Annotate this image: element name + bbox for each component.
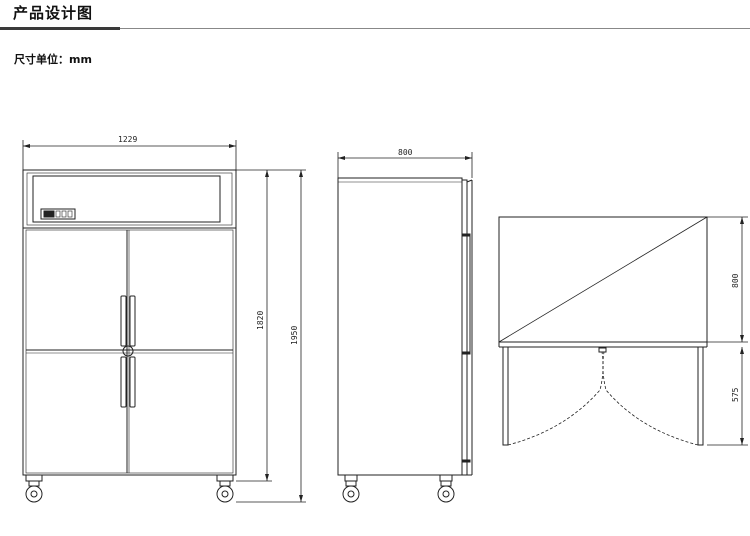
unit-label: 尺寸单位：mm xyxy=(14,53,92,66)
front-right-caster xyxy=(216,480,234,503)
front-view: 1229 xyxy=(22,135,306,503)
left-door-open xyxy=(502,346,509,446)
front-width-label: 1229 xyxy=(118,135,137,144)
right-door-swing-arc xyxy=(602,351,699,446)
right-door-open xyxy=(697,346,704,446)
door-swing-label: 575 xyxy=(731,387,740,402)
body-height-label: 1820 xyxy=(256,311,265,330)
door-lock xyxy=(122,345,134,357)
left-door-swing-arc xyxy=(507,351,604,446)
total-height-label: 1950 xyxy=(290,326,299,345)
top-view: 800 575 xyxy=(498,216,748,446)
page-title: 产品设计图 xyxy=(13,4,94,22)
side-view: 800 xyxy=(337,148,473,503)
lower-right-handle xyxy=(129,356,136,408)
side-rear-caster xyxy=(342,480,360,503)
title-divider xyxy=(0,27,750,31)
lower-left-handle xyxy=(120,356,127,408)
control-panel xyxy=(40,208,76,220)
top-depth-label: 800 xyxy=(731,273,740,288)
side-depth-label: 800 xyxy=(398,148,413,157)
side-front-caster xyxy=(437,480,455,503)
upper-left-handle xyxy=(120,295,127,347)
front-left-caster xyxy=(25,480,43,503)
upper-right-handle xyxy=(129,295,136,347)
